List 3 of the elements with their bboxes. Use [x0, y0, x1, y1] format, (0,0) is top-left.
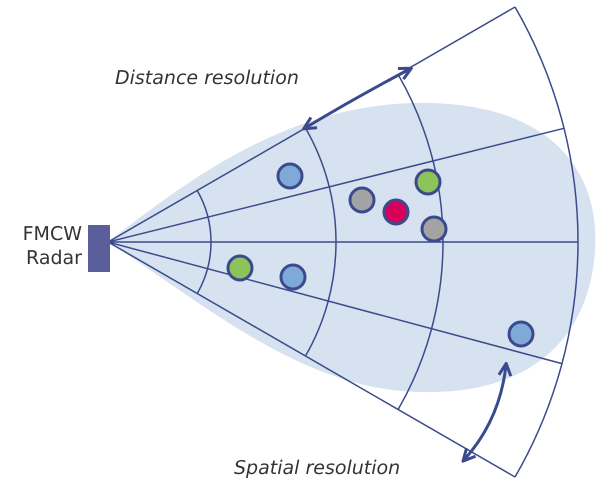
dimension-label: Distance resolution: [115, 66, 299, 90]
radar-label: FMCW Radar: [22, 222, 82, 270]
dimension-label: Spatial resolution: [234, 456, 400, 480]
